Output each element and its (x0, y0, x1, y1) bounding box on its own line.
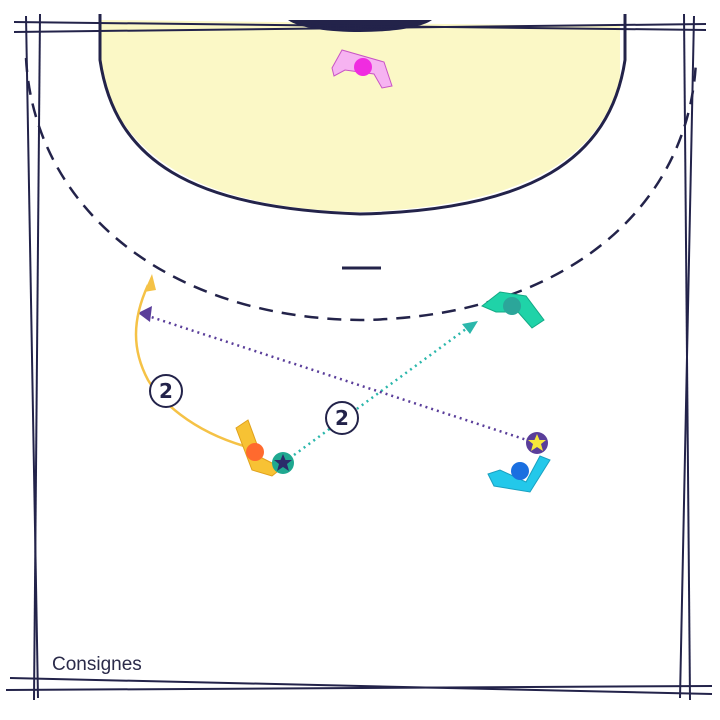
free-throw-line (24, 57, 698, 322)
caption: Consignes (52, 654, 142, 675)
pass-number: 2 (335, 406, 349, 430)
player-marker-blue (487, 432, 551, 493)
goalkeeper-marker (331, 49, 393, 89)
pass-number-badge: 2 (325, 401, 359, 435)
arrow-icon (138, 306, 152, 322)
pass-arrow-to-left (138, 306, 531, 443)
ball-star-icon (272, 452, 294, 474)
ball-star-icon (526, 432, 548, 454)
player-marker-orange (235, 419, 294, 477)
player-marker-teal (481, 291, 545, 329)
goal-area-line (98, 14, 627, 216)
run-number: 2 (159, 379, 173, 403)
pass-arrow-to-teal (293, 321, 478, 457)
goal-area (100, 20, 620, 212)
court-boundary (5, 13, 713, 701)
arrow-icon (462, 321, 478, 334)
run-number-badge: 2 (149, 374, 183, 408)
arrow-icon (144, 274, 156, 292)
run-arrow (134, 274, 245, 448)
